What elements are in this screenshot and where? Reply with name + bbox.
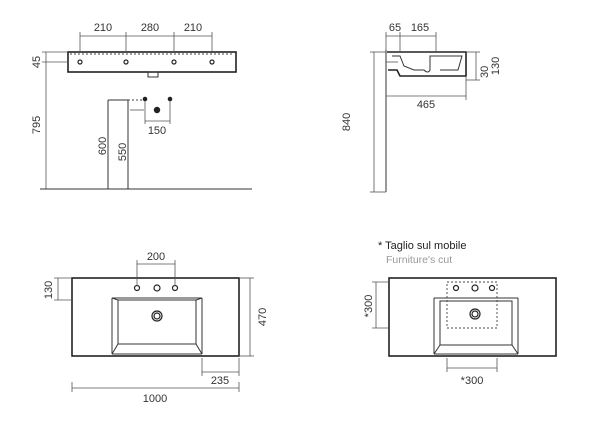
- plan-dim-235: 235: [211, 375, 229, 387]
- front-drain-pipe: [153, 106, 161, 114]
- side-dim-130: 130: [490, 57, 502, 75]
- front-dim-550: 550: [117, 143, 129, 161]
- plan-dim-1000: 1000: [143, 393, 167, 405]
- cutout-tap-hole-left: [452, 284, 460, 292]
- plan-tap-hole-center: [153, 284, 161, 292]
- side-view: 65 165 30 130 465 840: [341, 22, 502, 193]
- plan-drain-inner: [153, 312, 161, 320]
- cutout-dim-width: *300: [461, 375, 484, 387]
- plan-dim-470: 470: [257, 308, 269, 326]
- side-dim-65: 65: [389, 22, 401, 34]
- cutout-drain-inner: [471, 310, 479, 318]
- side-dim-465: 465: [417, 99, 435, 111]
- plan-dim-130: 130: [43, 281, 55, 299]
- side-basin-outline: [387, 51, 467, 77]
- cutout-tap-hole-center: [471, 284, 479, 292]
- plan-bowl: [117, 299, 197, 345]
- front-dim-600: 600: [97, 137, 109, 155]
- plan-basin-outline: [71, 277, 240, 357]
- plan-dim-200: 200: [147, 251, 165, 263]
- side-dim-840: 840: [341, 113, 353, 131]
- front-dim-45: 45: [31, 56, 43, 68]
- cutout-dim-height: *300: [363, 295, 375, 318]
- cutout-note-italian: * Taglio sul mobile: [378, 240, 466, 252]
- front-dim-280: 280: [141, 22, 159, 34]
- cutout-furniture-cut: [446, 281, 498, 329]
- front-dim-150: 150: [148, 125, 166, 137]
- front-view: 210 280 210 45 795 150 600 550: [31, 22, 252, 190]
- front-dim-210-right: 210: [184, 22, 202, 34]
- plan-tap-hole-right: [171, 284, 179, 292]
- cutout-view: * Taglio sul mobile Furniture's cut *300…: [363, 240, 557, 387]
- front-hole-3: [171, 59, 177, 65]
- front-valve-left: [142, 96, 148, 102]
- cutout-note-english: Furniture's cut: [386, 254, 452, 266]
- front-hole-1: [77, 59, 83, 65]
- front-hole-2: [123, 59, 129, 65]
- front-valve-right: [167, 96, 173, 102]
- side-dim-165: 165: [411, 22, 429, 34]
- front-dim-795: 795: [31, 116, 43, 134]
- side-dim-30: 30: [479, 66, 491, 78]
- plan-tap-hole-left: [133, 284, 141, 292]
- front-dim-210-left: 210: [94, 22, 112, 34]
- cutout-basin-outline: [388, 277, 557, 357]
- front-hole-4: [209, 59, 215, 65]
- front-drain: [147, 71, 159, 78]
- cutout-tap-hole-right: [488, 284, 496, 292]
- plan-view: 200 130 470 235 1000: [43, 251, 269, 405]
